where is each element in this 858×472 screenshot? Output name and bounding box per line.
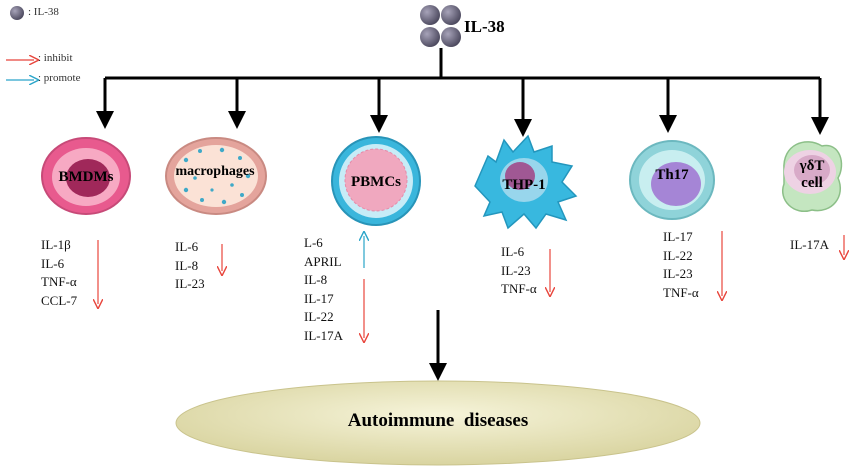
branch-connector — [96, 48, 829, 137]
list-item: CCL-7 — [41, 292, 78, 308]
outcome-label: Autoimmune diseases — [347, 410, 529, 431]
cell-name-th17: Th17 — [655, 167, 689, 183]
bmdms-molecule-list: IL-1β IL-6 TNF-α CCL-7 — [41, 236, 77, 310]
list-item: APRIL — [304, 253, 342, 269]
outcome-ellipse — [175, 380, 701, 466]
list-item: IL-17A — [790, 237, 829, 252]
cell-pbmcs-icon — [331, 136, 421, 226]
list-item: IL-17 — [663, 229, 693, 244]
list-item: IL-8 — [175, 257, 199, 273]
cell-name-gdt-line1: γδT — [799, 158, 825, 174]
legend-promote-label: : promote — [38, 72, 81, 84]
cell-name-gdt-line2: cell — [801, 175, 823, 191]
legend-il38-dot-icon — [10, 6, 24, 20]
list-item: TNF-α — [501, 281, 537, 296]
cell-gdt-icon — [781, 141, 843, 213]
list-item: TNF-α — [41, 274, 77, 289]
cell-name-pbmcs: PBMCs — [351, 174, 401, 190]
list-item: IL-23 — [175, 276, 205, 291]
th17-molecule-list: IL-17 IL-22 IL-23 TNF-α — [663, 228, 699, 302]
list-item: IL-6 — [175, 239, 199, 254]
list-item: IL-6 — [501, 244, 525, 259]
legend-il38-label: : IL-38 — [28, 6, 59, 18]
cell-name-macrophages: macrophages — [175, 164, 255, 179]
list-item: IL-8 — [304, 272, 328, 287]
il38-title: IL-38 — [464, 17, 505, 36]
list-item: IL-22 — [663, 247, 693, 263]
list-item: IL-22 — [304, 309, 334, 324]
list-item: IL-1β — [41, 237, 71, 252]
list-item: L-6 — [304, 235, 323, 250]
list-item: IL-17 — [304, 290, 334, 306]
cell-name-bmdms: BMDMs — [58, 169, 114, 185]
list-item: IL-23 — [663, 266, 693, 281]
list-item: IL-23 — [501, 262, 531, 278]
cell-name-thp1: THP-1 — [502, 177, 546, 193]
thp1-molecule-list: IL-6 IL-23 TNF-α — [501, 243, 537, 299]
gdt-molecule-list: IL-17A — [790, 236, 829, 255]
il38-cluster-icon — [420, 5, 461, 47]
list-item: IL-6 — [41, 255, 65, 271]
list-item: IL-17A — [304, 327, 343, 343]
cell-th17-icon — [629, 140, 715, 220]
list-item: TNF-α — [663, 284, 699, 300]
legend-inhibit-label: : inhibit — [38, 52, 73, 64]
cell-macrophages-icon — [165, 137, 267, 215]
macrophages-molecule-list: IL-6 IL-8 IL-23 — [175, 238, 205, 294]
cell-thp1-icon — [474, 134, 578, 230]
cell-bmdms-icon — [41, 137, 131, 215]
pbmcs-molecule-list: L-6 APRIL IL-8 IL-17 IL-22 IL-17A — [304, 234, 343, 345]
